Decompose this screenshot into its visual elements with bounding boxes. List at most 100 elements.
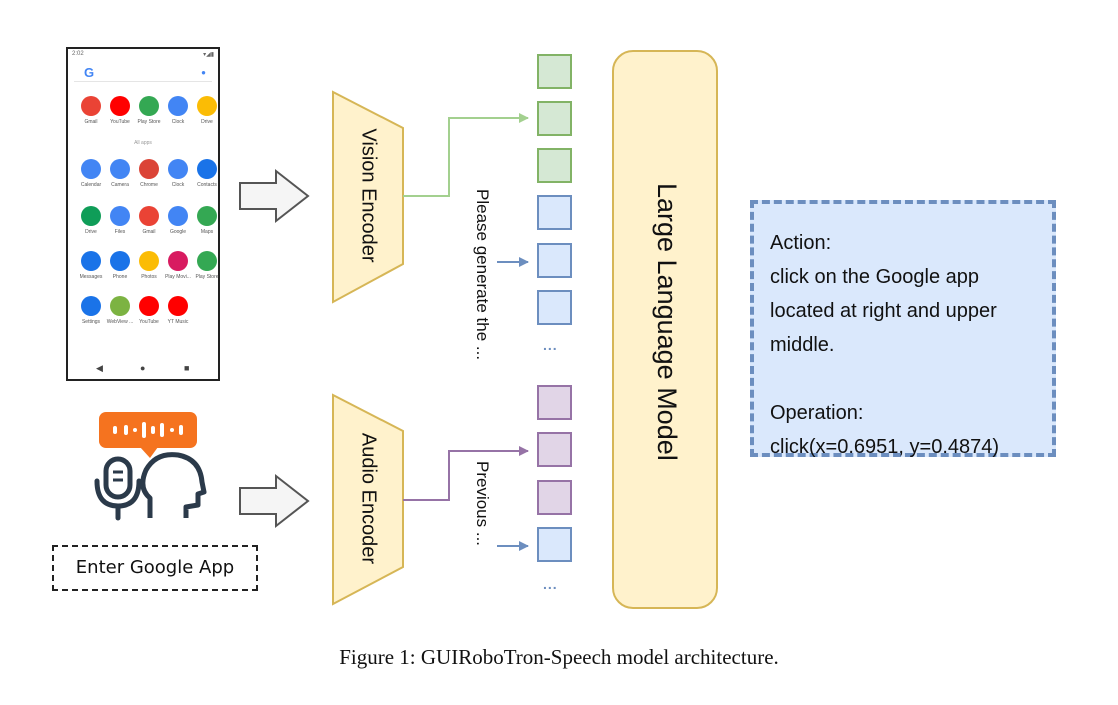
- maps-icon: [197, 206, 217, 226]
- app-label: Camera: [111, 182, 129, 188]
- status-bar: 2:02 ▾◢▮: [72, 51, 214, 59]
- app-phone: Phone: [105, 251, 135, 285]
- operation-heading: Operation:: [770, 402, 864, 424]
- audio-encoder-label: Audio Encoder: [357, 432, 380, 565]
- app-label: Chrome: [140, 182, 158, 188]
- app-label: YT Music: [167, 319, 189, 325]
- audio-token: [537, 480, 572, 515]
- search-bar: G ●: [74, 63, 212, 82]
- settings-icon: [81, 296, 101, 316]
- vision-token: [537, 101, 572, 136]
- app-label: Settings: [81, 319, 101, 325]
- speech-bubble: [99, 412, 197, 448]
- sound-wave-icon: [113, 422, 183, 438]
- files-icon: [110, 206, 130, 226]
- text-prompt-label: Please generate the ...: [473, 189, 492, 361]
- app-webview: WebView ...: [105, 296, 135, 330]
- play-movies-icon: [168, 251, 188, 271]
- app-label: Gmail: [142, 229, 156, 235]
- app-label: Play Store: [137, 119, 161, 125]
- app-gmail: Gmail: [134, 206, 164, 240]
- llm-block: [612, 50, 718, 609]
- audio-connector: [403, 446, 529, 501]
- app-label: WebView ...: [106, 319, 134, 325]
- app-youtube: YouTube: [134, 296, 164, 330]
- text-token: [537, 527, 572, 562]
- app-files: Files: [105, 206, 135, 240]
- camera-icon: [110, 159, 130, 179]
- flow-arrow-audio: [239, 473, 310, 529]
- microphone-icon: [94, 456, 142, 521]
- app-label: Messages: [79, 274, 103, 280]
- photos-icon: [139, 251, 159, 271]
- messages-icon: [81, 251, 101, 271]
- app-google: Google: [163, 206, 193, 240]
- yt-music-icon: [168, 296, 188, 316]
- speech-icon-group: [94, 412, 207, 521]
- app-gmail: Gmail: [76, 96, 106, 130]
- drive-icon: [197, 96, 217, 116]
- app-yt-music: YT Music: [163, 296, 193, 330]
- youtube-icon: [110, 96, 130, 116]
- app-chrome: Chrome: [134, 159, 164, 193]
- app-label: YouTube: [139, 319, 159, 325]
- head-icon: [140, 452, 207, 518]
- app-label: Google: [169, 229, 187, 235]
- app-label: Clock: [171, 119, 185, 125]
- audio-token: [537, 432, 572, 467]
- app-label: Files: [114, 229, 126, 235]
- calendar-icon: [81, 159, 101, 179]
- contacts-icon: [197, 159, 217, 179]
- phone-icon: [110, 251, 130, 271]
- app-label: Maps: [200, 229, 214, 235]
- speech-utterance-box: Enter Google App: [52, 545, 258, 591]
- app-play-movies: Play Movi...: [163, 251, 193, 285]
- gmail-icon: [81, 96, 101, 116]
- app-camera: Camera: [105, 159, 135, 193]
- app-label: Contacts: [197, 182, 217, 188]
- action-heading: Action:: [770, 232, 832, 254]
- app-contacts: Contacts: [192, 159, 222, 193]
- vision-token: [537, 54, 572, 89]
- status-time: 2:02: [72, 51, 84, 57]
- app-label: Clock: [171, 182, 185, 188]
- app-label: Photos: [141, 274, 157, 280]
- action-line: click on the Google app: [770, 266, 980, 288]
- action-line: middle.: [770, 334, 835, 356]
- app-clock: Clock: [163, 96, 193, 130]
- app-messages: Messages: [76, 251, 106, 285]
- history-prompt-label: Previous ...: [473, 461, 492, 547]
- battery-icon: ▾◢▮: [203, 52, 214, 58]
- text-token: [537, 195, 572, 230]
- app-youtube: YouTube: [105, 96, 135, 130]
- app-calendar: Calendar: [76, 159, 106, 193]
- gmail-icon: [139, 206, 159, 226]
- spacer: [770, 362, 1052, 396]
- app-clock: Clock: [163, 159, 193, 193]
- drive-icon: [81, 206, 101, 226]
- output-box: Action: click on the Google app located …: [750, 200, 1056, 458]
- vision-encoder-label: Vision Encoder: [357, 128, 380, 263]
- vision-token: [537, 148, 572, 183]
- token-ellipsis: ...: [543, 576, 558, 592]
- operation-value: click(x=0.6951, y=0.4874): [770, 436, 1000, 458]
- token-ellipsis: ...: [543, 337, 558, 353]
- app-drive: Drive: [192, 96, 222, 130]
- home-icon: ●: [140, 363, 146, 373]
- webview-icon: [110, 296, 130, 316]
- back-icon: ◀: [96, 363, 103, 373]
- google-icon: [168, 206, 188, 226]
- speech-bubble-tail: [140, 447, 158, 458]
- action-line: located at right and upper: [770, 300, 997, 322]
- audio-token: [537, 385, 572, 420]
- vision-encoder-shape: [332, 90, 404, 304]
- llm-label: Large Language Model: [652, 183, 682, 461]
- youtube-icon: [139, 296, 159, 316]
- app-label: Drive: [85, 229, 97, 235]
- app-label: Calendar: [80, 182, 102, 188]
- app-play-store: Play Store: [192, 251, 222, 285]
- play-store-icon: [139, 96, 159, 116]
- clock-icon: [168, 96, 188, 116]
